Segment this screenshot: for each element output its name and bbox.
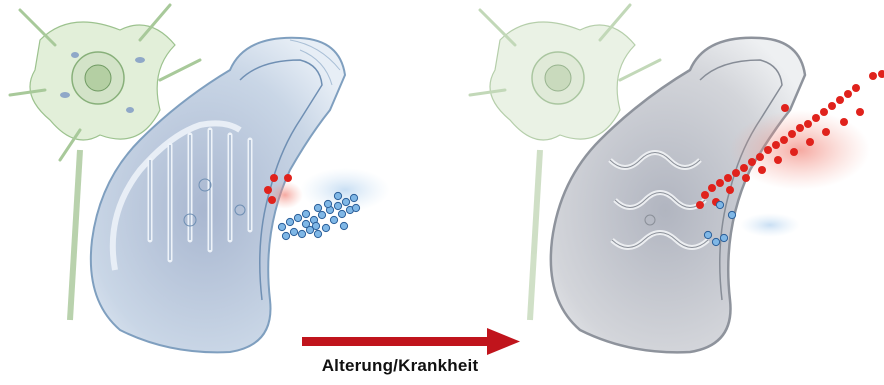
ros-dot (820, 108, 828, 116)
ros-dot (878, 70, 884, 78)
ros-dot (270, 174, 278, 182)
aged-panel (470, 5, 884, 352)
ros-dot (828, 102, 836, 110)
electron-dot (716, 201, 723, 208)
electron-dot (330, 216, 337, 223)
ros-dot (869, 72, 877, 80)
ros-dot (772, 141, 780, 149)
ros-dot (724, 174, 732, 182)
electron-dot (318, 211, 325, 218)
ros-dot (788, 130, 796, 138)
ros-dot (732, 169, 740, 177)
electron-dot (720, 234, 727, 241)
ros-dot (701, 191, 709, 199)
ros-dot (268, 196, 276, 204)
ros-dot (726, 186, 734, 194)
ros-dot (812, 114, 820, 122)
ros-dot (822, 128, 830, 136)
ros-dot (756, 153, 764, 161)
transition-arrow (302, 328, 520, 355)
electron-dot (334, 202, 341, 209)
electron-cloud-right (740, 213, 800, 237)
electron-dot (278, 223, 285, 230)
ros-dot (856, 108, 864, 116)
ros-dot (790, 148, 798, 156)
electron-dot (322, 224, 329, 231)
electron-dot (324, 200, 331, 207)
healthy-panel (10, 5, 390, 352)
ros-dot (781, 104, 789, 112)
ros-dot (774, 156, 782, 164)
ros-dot (740, 164, 748, 172)
ros-dot (284, 174, 292, 182)
electron-dot (350, 194, 357, 201)
electron-dot (712, 238, 719, 245)
electron-dot (342, 198, 349, 205)
transition-caption: Alterung/Krankheit (300, 356, 500, 376)
ros-dot (806, 138, 814, 146)
ros-dot (696, 201, 704, 209)
electron-dot (302, 210, 309, 217)
electron-dot (704, 231, 711, 238)
ros-dot (836, 96, 844, 104)
ros-dot (748, 158, 756, 166)
electron-dot (728, 211, 735, 218)
arrow-shaft (302, 337, 490, 346)
ros-dot (852, 84, 860, 92)
ros-cloud-left (267, 181, 303, 209)
ros-cloud-right (730, 110, 870, 190)
electron-dot (314, 204, 321, 211)
ros-dot (742, 174, 750, 182)
ros-dot (708, 184, 716, 192)
electron-dot (338, 210, 345, 217)
electron-dot (340, 222, 347, 229)
electron-dot (334, 192, 341, 199)
arrow-head (487, 328, 520, 355)
electron-dot (282, 232, 289, 239)
ros-dot (840, 118, 848, 126)
ros-dot (780, 136, 788, 144)
electron-dot (312, 222, 319, 229)
electron-dot (286, 218, 293, 225)
ros-dot (804, 120, 812, 128)
electron-dot (294, 214, 301, 221)
ros-dot (844, 90, 852, 98)
electron-dot (298, 230, 305, 237)
electron-dot (352, 204, 359, 211)
ros-dot (764, 146, 772, 154)
electron-dot (290, 228, 297, 235)
ros-dot (796, 124, 804, 132)
ros-dot (758, 166, 766, 174)
ros-dot (264, 186, 272, 194)
ros-dot (716, 179, 724, 187)
electron-dot (314, 230, 321, 237)
